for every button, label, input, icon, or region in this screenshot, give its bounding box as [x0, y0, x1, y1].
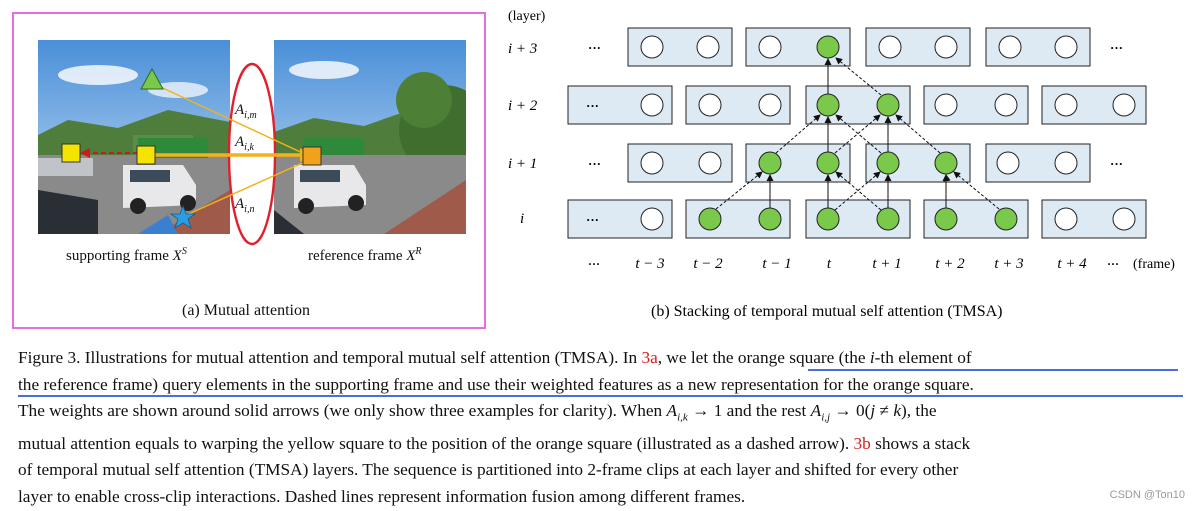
- blue-star-marker: [169, 204, 197, 229]
- frame-header: (frame): [1133, 257, 1175, 272]
- frame-label-7: t + 3: [994, 256, 1023, 272]
- attention-arrow-n: [181, 159, 310, 218]
- attention-arrow-m: [151, 82, 310, 157]
- fusion-arrows-layer-i-plus-1: [775, 114, 941, 154]
- green-triangle-marker: [140, 67, 164, 90]
- supporting-frame-image: [38, 40, 230, 234]
- caption-line-2: the reference frame) query elements in t…: [18, 374, 974, 394]
- ref-3b-link[interactable]: 3b: [853, 433, 871, 453]
- frame-label-4: t: [827, 256, 832, 272]
- frame-label-2: t − 2: [693, 256, 723, 272]
- frame-label-5: t + 1: [872, 256, 901, 272]
- ellipsis-i-left: ···: [586, 212, 599, 227]
- figure-caption: Figure 3. Illustrations for mutual atten…: [18, 345, 1183, 510]
- layer-i-plus-2: [567, 85, 1147, 125]
- layer-i-plus-3: [627, 27, 1091, 67]
- frame-label-0: ···: [588, 257, 600, 271]
- yellow-square-center: [136, 145, 156, 165]
- layer-label-i-plus-1: i + 1: [508, 156, 537, 172]
- attention-label-n: Ai,n: [235, 196, 255, 215]
- ref-3a-link[interactable]: 3a: [641, 348, 658, 367]
- frame-label-3: t − 1: [762, 256, 791, 272]
- caption-line-3: The weights are shown around solid arrow…: [18, 401, 937, 424]
- orange-square: [302, 146, 322, 166]
- ellipsis-i3-left: ···: [588, 40, 601, 55]
- fusion-arrows-layer-i: [715, 171, 1000, 211]
- highlight-underline-1: [808, 369, 1178, 371]
- watermark: CSDN @Ton10: [1109, 489, 1185, 501]
- frame-label-1: t − 3: [635, 256, 664, 272]
- layer-label-i-plus-3: i + 3: [508, 41, 537, 57]
- subfigure-a-caption: (a) Mutual attention: [182, 302, 310, 319]
- subfigure-b-caption: (b) Stacking of temporal mutual self att…: [651, 303, 1002, 320]
- reference-frame-label: reference frame XR: [308, 246, 422, 264]
- layer-label-i-plus-2: i + 2: [508, 98, 538, 114]
- ellipsis-i3-right: ···: [1110, 40, 1123, 55]
- attention-label-k: Ai,k: [235, 134, 254, 153]
- ellipsis-i2-left: ···: [586, 98, 599, 113]
- layer-label-i: i: [520, 211, 524, 227]
- mutual-attention-overlay: [61, 62, 322, 246]
- frame-label-8: t + 4: [1057, 256, 1087, 272]
- frame-label-6: t + 2: [935, 256, 965, 272]
- attention-label-m: Ai,m: [235, 102, 257, 121]
- layer-i-plus-1: [627, 143, 1091, 183]
- highlight-underline-2: [18, 395, 1183, 397]
- layer-i: [567, 199, 1147, 239]
- yellow-square-left: [61, 143, 81, 163]
- tmsa-stack-figure: (layer) i + 3 i + 2 i + 1 i ··· ··· ··· …: [508, 9, 1175, 320]
- caption-line-1: Figure 3. Illustrations for mutual atten…: [18, 348, 972, 367]
- caption-line-5: of temporal mutual self attention (TMSA)…: [18, 460, 959, 480]
- caption-line-4: mutual attention equals to warping the y…: [18, 433, 971, 453]
- layer-header: (layer): [508, 9, 546, 24]
- mutual-attention-figure: [12, 12, 486, 329]
- frame-label-9: ···: [1107, 257, 1119, 271]
- caption-line-6: layer to enable cross-clip interactions.…: [18, 486, 746, 506]
- supporting-frame-label: supporting frame XS: [66, 246, 187, 264]
- ellipsis-i1-right: ···: [1110, 156, 1123, 171]
- ellipsis-i1-left: ···: [588, 156, 601, 171]
- fusion-arrows-layer-i-plus-2: [824, 57, 882, 96]
